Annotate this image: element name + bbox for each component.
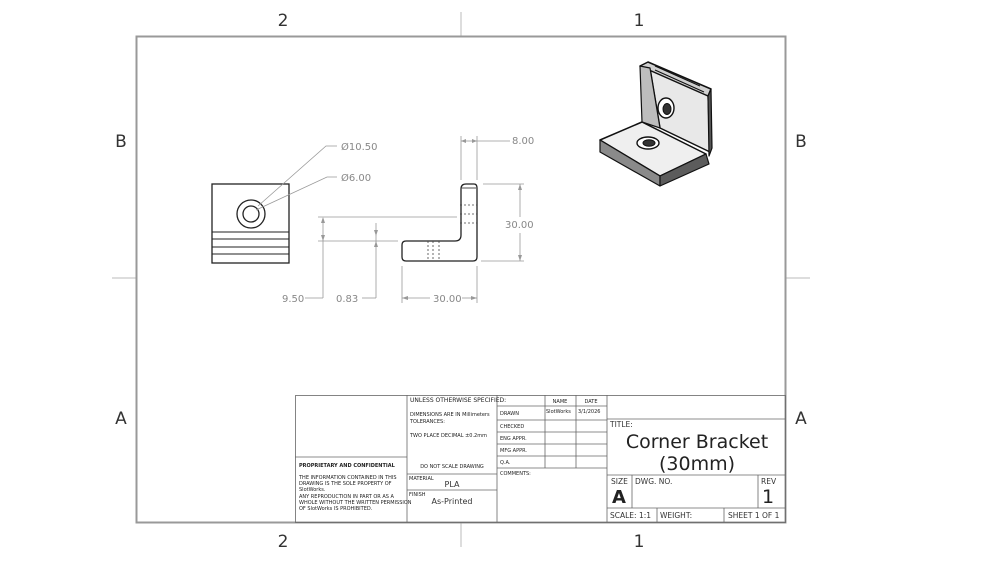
- tb-proprietary-line1: THE INFORMATION CONTAINED IN THIS: [298, 475, 397, 481]
- tb-proprietary-line3: SlotWorks.: [299, 487, 326, 493]
- dim-height: 30.00: [505, 220, 534, 231]
- tb-finish-label: FINISH: [409, 492, 426, 498]
- tb-dwg-no-label: DWG. NO.: [635, 477, 672, 486]
- dim-hole-inner: Ø6.00: [341, 172, 371, 184]
- tb-comments: COMMENTS:: [500, 471, 531, 477]
- tb-material-value: PLA: [445, 480, 460, 489]
- tb-material-label: MATERIAL: [409, 476, 434, 482]
- zone-label-right-a: A: [795, 409, 807, 429]
- tb-rev-label: REV: [761, 477, 777, 486]
- dim-offset-small: 0.83: [336, 294, 358, 305]
- tb-row-mfg: MFG APPR.: [500, 448, 527, 454]
- zone-label-bottom-1: 1: [634, 532, 645, 552]
- tb-proprietary-line2: DRAWING IS THE SOLE PROPERTY OF: [299, 481, 392, 487]
- tb-col-date: DATE: [584, 399, 597, 405]
- tb-row-checked: CHECKED: [500, 424, 524, 430]
- dim-offset-left: 9.50: [282, 294, 304, 305]
- tb-proprietary-line4: ANY REPRODUCTION IN PART OR AS A: [299, 494, 395, 500]
- zone-label-right-b: B: [795, 132, 807, 152]
- tb-two-place: TWO PLACE DECIMAL ±0.2mm: [409, 433, 487, 439]
- zone-label-left-b: B: [115, 132, 127, 152]
- tb-proprietary-line6: OF SlotWorks IS PROHIBITED.: [299, 506, 373, 512]
- tb-weight: WEIGHT:: [660, 511, 692, 520]
- dim-thickness-top: 8.00: [512, 136, 534, 147]
- zone-label-left-a: A: [115, 409, 127, 429]
- title-block: [295, 395, 786, 523]
- tb-drawn-name: SlotWorks: [546, 409, 571, 415]
- zone-label-top-1: 1: [634, 11, 645, 31]
- tb-dimensions-note: DIMENSIONS ARE IN Millimeters: [410, 412, 490, 418]
- tb-row-eng: ENG APPR.: [500, 436, 527, 442]
- tb-row-qa: Q.A.: [500, 460, 511, 466]
- tb-unless-specified: UNLESS OTHERWISE SPECIFIED:: [410, 397, 506, 404]
- tb-row-drawn: DRAWN: [500, 411, 519, 417]
- isometric-view: [599, 61, 713, 187]
- dim-hole-outer: Ø10.50: [341, 141, 378, 153]
- tb-proprietary-line5: WHOLE WITHOUT THE WRITTEN PERMISSION: [299, 500, 412, 506]
- hole-inner-circle: [242, 205, 260, 223]
- side-view: [305, 136, 524, 303]
- hole-outer-circle: [236, 199, 266, 229]
- tb-proprietary-heading: PROPRIETARY AND CONFIDENTIAL: [299, 463, 396, 469]
- dim-width: 30.00: [433, 294, 462, 305]
- tb-finish-value: As-Printed: [432, 497, 473, 506]
- zone-ticks: [112, 12, 810, 547]
- tb-title-line1: Corner Bracket: [626, 431, 768, 453]
- tb-scale: SCALE: 1:1: [610, 511, 651, 520]
- tb-size-label: SIZE: [611, 477, 628, 486]
- tb-do-not-scale: DO NOT SCALE DRAWING: [420, 464, 484, 470]
- tb-title-line2: (30mm): [659, 453, 735, 475]
- tb-sheet: SHEET 1 OF 1: [728, 511, 780, 520]
- zone-label-bottom-2: 2: [278, 532, 289, 552]
- tb-title-label: TITLE:: [609, 420, 633, 429]
- tb-tolerances: TOLERANCES:: [409, 419, 445, 425]
- tb-drawn-date: 3/1/2026: [578, 409, 600, 415]
- front-view: [211, 145, 337, 264]
- tb-rev-value: 1: [762, 486, 774, 508]
- zone-label-top-2: 2: [278, 11, 289, 31]
- tb-col-name: NAME: [553, 399, 568, 405]
- tb-size-value: A: [612, 487, 626, 508]
